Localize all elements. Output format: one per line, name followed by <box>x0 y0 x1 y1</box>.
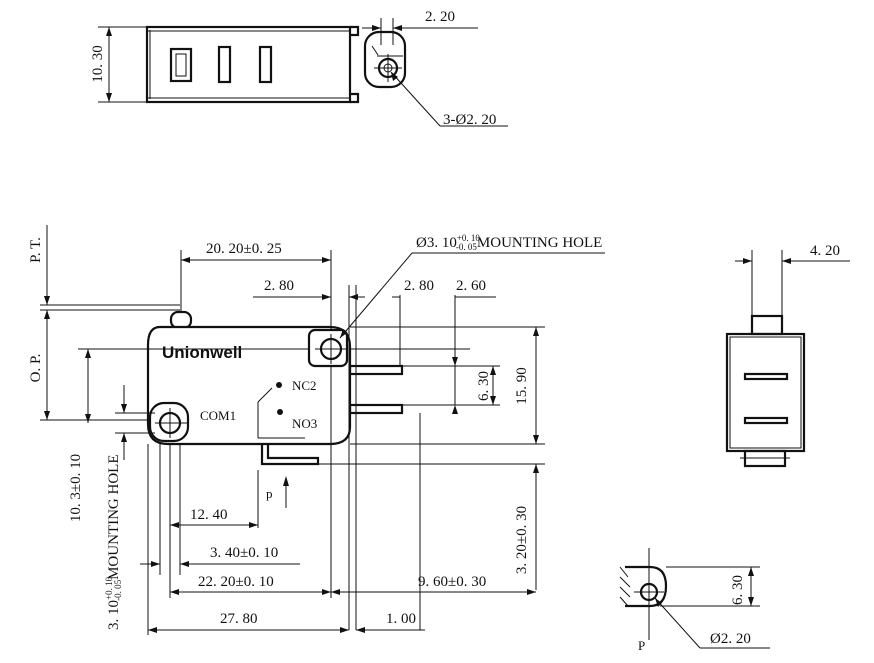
side-view: 4. 20 <box>725 243 850 468</box>
dim-2-80-right: 2. 80 <box>404 278 434 294</box>
dim-2-80-left: 2. 80 <box>264 278 294 294</box>
terminal-no <box>348 403 404 415</box>
dim-12-40: 12. 40 <box>190 507 228 523</box>
side-view-terminal <box>743 372 789 381</box>
top-view-terminal-slot <box>258 45 273 84</box>
top-view-terminal-slot <box>217 45 232 84</box>
plunger <box>169 310 193 330</box>
left-mounting-hole-callout: 3. 10+0. 10-0. 05MOUNTING HOLE <box>104 455 123 630</box>
terminal-label-com: COM1 <box>200 408 236 423</box>
label-op: O. P. <box>28 354 44 383</box>
dim-10-3: 10. 3±0. 10 <box>68 454 84 522</box>
dim-detail-height: 6. 30 <box>730 575 746 605</box>
dim-2-60: 2. 60 <box>456 278 486 294</box>
force-label: p <box>266 486 273 501</box>
label-pt: P. T. <box>28 237 44 263</box>
terminal-nc <box>348 364 404 376</box>
dim-top-lever-offset: 2. 20 <box>425 9 455 25</box>
dim-3-40: 3. 40±0. 10 <box>210 545 278 561</box>
dim-6-30: 6. 30 <box>476 371 492 401</box>
top-view-terminal-slot <box>169 47 193 83</box>
front-view: Unionwell NC2 NO3 COM1 p 20. 20±0. 25 Ø3… <box>28 225 605 635</box>
mounting-hole-callout: Ø3. 10+0. 10-0. 05MOUNTING HOLE <box>416 233 602 252</box>
dim-side-width: 4. 20 <box>810 243 840 259</box>
top-view-hole-callout: 3-Ø2. 20 <box>443 112 496 128</box>
dim-27-80: 27. 80 <box>220 611 258 627</box>
detail-p-label: P <box>638 638 645 653</box>
terminal-com <box>260 444 320 466</box>
top-view-body <box>145 25 352 104</box>
dim-9-60: 9. 60±0. 30 <box>418 574 486 590</box>
dim-3-20: 3. 20±0. 30 <box>514 506 530 574</box>
dim-20-20: 20. 20±0. 25 <box>206 241 282 257</box>
dim-detail-hole: Ø2. 20 <box>710 631 751 647</box>
dim-top-height: 10. 30 <box>90 45 106 83</box>
side-view-body <box>725 332 806 453</box>
dim-22-20: 22. 20±0. 10 <box>198 574 274 590</box>
terminal-label-no: NO3 <box>292 416 317 431</box>
dim-1-00: 1. 00 <box>386 611 416 627</box>
dim-15-90: 15. 90 <box>514 367 530 405</box>
side-view-terminal <box>743 416 789 425</box>
brand-logo: Unionwell <box>162 343 242 362</box>
top-view: 10. 30 2. 20 3-Ø2. 20 <box>90 9 508 128</box>
terminal-label-nc: NC2 <box>292 378 317 393</box>
detail-view: 6. 30 Ø2. 20 P <box>619 548 770 653</box>
